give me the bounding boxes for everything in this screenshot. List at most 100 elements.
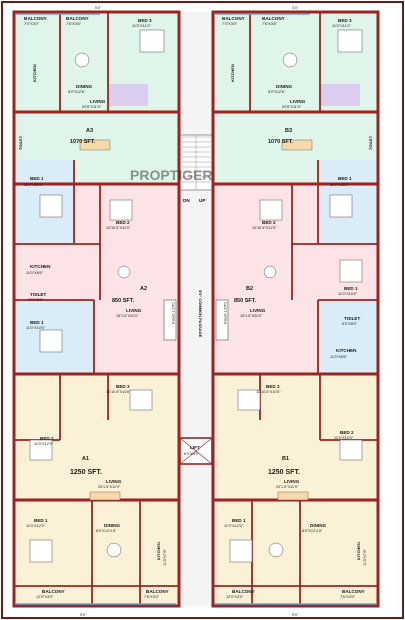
bed2-size-b3: 10'10.5"X11'0" [252, 226, 277, 230]
duct-label-left: DUCT OPEN [171, 302, 175, 325]
unit-b1-fill [213, 374, 378, 606]
stair-treads [181, 135, 211, 190]
bed1-size-b3: 11'0"X13'0" [330, 183, 350, 187]
bed1-size-b2: 11'0"X10'0" [338, 292, 358, 296]
kitchen-label-a1: KITCHEN [156, 542, 161, 560]
bed2-label-a3: BED 2 [116, 220, 130, 225]
bed1-label-b3: BED 1 [338, 176, 352, 181]
living-label-a3: LIVING [90, 99, 106, 104]
bottom-dim-left: 9'0" [80, 613, 87, 617]
bed2-size-a3: 10'10.5"X11'0" [106, 226, 131, 230]
b2-kitchen-blue [318, 300, 378, 374]
bed3-size-a1: 10'10.5"X10'0" [106, 390, 131, 394]
dining-size-a3: 8'0"X12'6" [68, 90, 86, 94]
bed-furniture [29, 29, 363, 563]
watermark: PROPTIGER [130, 167, 212, 183]
unit-b2-id: B2 [246, 286, 253, 292]
toilet-label-b2: TOILET [344, 316, 360, 321]
unit-a3-fill [14, 12, 179, 112]
duct-left [163, 299, 177, 341]
dining-label-a3: DINING [76, 84, 93, 89]
living-label-a2: LIVING [126, 308, 142, 313]
toilet-label-b3: TOILET [368, 135, 373, 150]
living-size-a3: 20'6"X11'9" [82, 105, 102, 109]
bed1-size-a1: 11'0"X12'0" [26, 524, 46, 528]
dining-label-a1: DINING [104, 523, 121, 528]
dining-size-a1: 8'0"X12'4.5" [96, 529, 117, 533]
bed1-size-b1: 11'0"X12'0" [224, 524, 244, 528]
unit-a2-id: A2 [140, 286, 147, 292]
duct-right [215, 299, 229, 341]
dining-size-b3: 8'0"X12'6" [268, 90, 286, 94]
bed2-size-a1: 11'0"X12'0" [34, 442, 54, 446]
balcony-size-b3-2: 7'6"X3'6" [262, 22, 278, 26]
bed3-size-b1: 10'10.5"X10'0" [256, 390, 281, 394]
kitchen-label-b2: KITCHEN [336, 348, 357, 353]
dining-label-b3: DINING [276, 84, 293, 89]
bed3-label-b1: BED 3 [266, 384, 280, 389]
balcony-size-a1-1: 12'0"X3'0" [36, 595, 54, 599]
living-size-a1: 20'1.5"X11'9" [98, 485, 121, 489]
bed3-label-b3: BED 3 [338, 18, 352, 23]
kitchen-size-b1: 11'3"X7'6" [363, 548, 367, 566]
living-size-b2: 15'1.5"X20'0" [240, 314, 263, 318]
top-dim-right: 0'0" [292, 6, 299, 10]
bed1-label-b1: BED 1 [232, 518, 246, 523]
unit-b1-area: 1250 SFT. [268, 469, 300, 476]
kitchen-size-a2: 11'0"X8'6" [26, 271, 44, 275]
bed1-label-b2: BED 1 [344, 286, 358, 291]
living-label-b2: LIVING [250, 308, 266, 313]
bed1-size-a3: 11'0"X13'0" [24, 183, 44, 187]
dining-size-b1: 8'0"X12'4.5" [302, 529, 323, 533]
dining-tables [74, 52, 298, 558]
dining-corner-a3 [108, 84, 148, 106]
unit-b3-area: 1070 SFT. [268, 139, 294, 145]
bed3-size-a3: 11'0"X11'0" [132, 24, 151, 28]
balcony-size-a3-2: 7'6"X3'6" [66, 22, 82, 26]
living-label-b3: LIVING [290, 99, 306, 104]
common-passage-label: 5'0" COMMON PASSAGE [198, 290, 203, 338]
balcony-size-b1-1: 12'0"X3'0" [226, 595, 244, 599]
balcony-size-a3-1: 7'0"X3'0" [24, 22, 40, 26]
unit-b2-area: 850 SFT. [234, 298, 256, 304]
common-passage [179, 12, 213, 606]
bed3-label-a1: BED 3 [116, 384, 130, 389]
balcony-label-a3-2: BALCONY [66, 16, 89, 21]
balcony-rails [16, 13, 376, 605]
toilet-label-a2: TOILET [30, 292, 46, 297]
unit-a1-fill [14, 374, 179, 606]
dining-label-b1: DINING [310, 523, 327, 528]
dining-corner-b3 [320, 84, 360, 106]
unit-a1-area: 1250 SFT. [70, 469, 102, 476]
toilet-size-a2: 5'0"X8'0" [28, 298, 44, 302]
toilet-label-a3: TOILET [18, 135, 23, 150]
top-dim-left: 0'0" [95, 6, 102, 10]
stair-down: DN [183, 198, 190, 203]
bed2-label-b3: BED 2 [262, 220, 276, 225]
living-size-a2: 15'1.5"X20'0" [116, 314, 139, 318]
stair-up: UP [199, 198, 205, 203]
unit-b3-id: B3 [285, 128, 292, 134]
bed2-size-b1: 11'0"X12'0" [334, 436, 354, 440]
balcony-label-a3-1: BALCONY [24, 16, 47, 21]
bed3-label-a3: BED 3 [138, 18, 152, 23]
unit-a1-id: A1 [82, 456, 89, 462]
kitchen-size-a1: 11'3"X7'6" [163, 548, 167, 566]
living-label-a1: LIVING [106, 479, 122, 484]
unit-a3-area: 1070 SFT. [70, 139, 96, 145]
balcony-size-a1-2: 7'6"X3'0" [144, 595, 160, 599]
kitchen-label-a2: KITCHEN [30, 264, 51, 269]
lift-label: LIFT [190, 445, 200, 450]
walls [12, 10, 380, 608]
bed1-label-a3: BED 1 [30, 176, 44, 181]
living-label-b1: LIVING [284, 479, 300, 484]
duct-label-right: DUCT OPEN [223, 302, 227, 325]
living-size-b1: 20'1.5"X11'9" [276, 485, 299, 489]
balcony-label-b1-2: BALCONY [342, 589, 365, 594]
kitchen-label-b1: KITCHEN [356, 542, 361, 560]
living-size-b3: 20'6"X11'9" [282, 105, 302, 109]
bed2-label-a1: BED 2 [40, 436, 54, 441]
bottom-dim-right: 9'0" [292, 613, 299, 617]
